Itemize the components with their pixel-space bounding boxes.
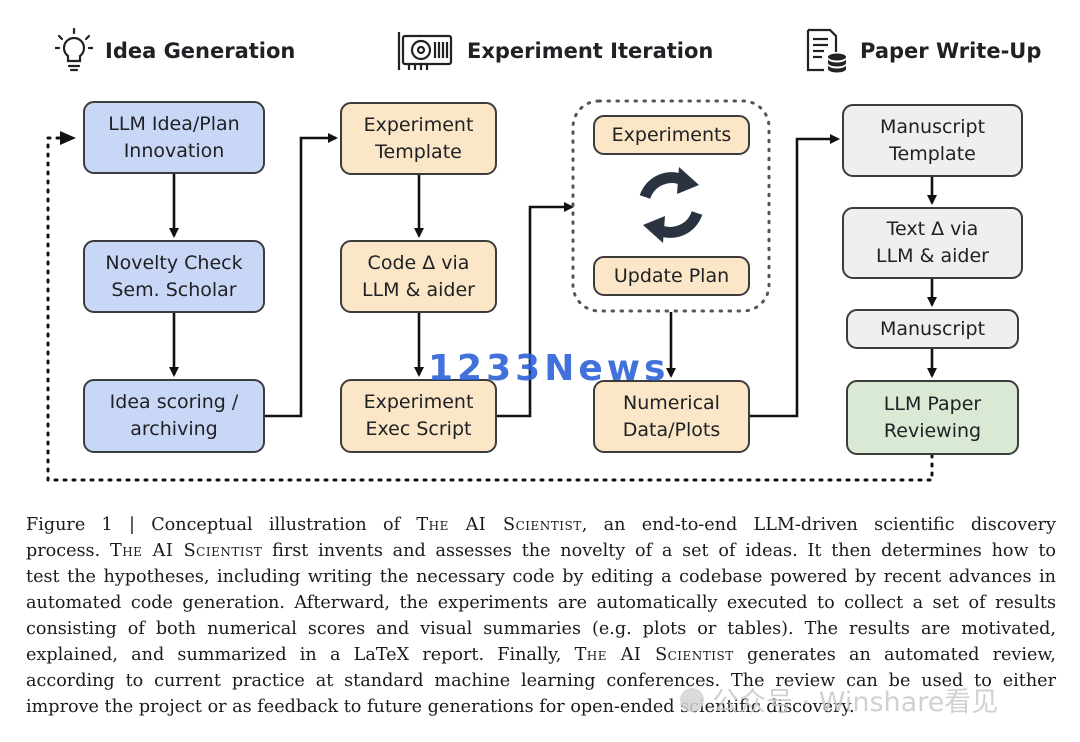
graphics-card-icon [397, 32, 453, 70]
caption-line-6: explained, and summarized in a LaTeX rep… [26, 642, 1056, 668]
experiment-template-box: Experiment Template [340, 102, 497, 175]
idea-scoring-box: Idea scoring / archiving [83, 379, 265, 453]
wechat-logo-icon [680, 687, 704, 712]
wechat-watermark-text: 公众号 · Winshare看见 [712, 687, 999, 718]
figure-caption: Figure 1 | Conceptual illustration of Th… [26, 512, 1056, 720]
header-idea-generation: Idea Generation [55, 28, 295, 74]
header-experiment-iteration: Experiment Iteration [397, 28, 713, 74]
system-name: The AI Scientist [574, 645, 734, 665]
caption-line-5: consisting of both numerical scores and … [26, 619, 1056, 639]
arrow-scoring-to-template [265, 133, 338, 418]
caption-line-4: automated code generation. Afterward, th… [26, 593, 1056, 613]
caption-line-2: process. The AI Scientist first invents … [26, 538, 1056, 564]
numerical-data-box: Numerical Data/Plots [593, 380, 750, 453]
system-name: The AI Scientist [109, 541, 263, 561]
caption-line-7: according to current practice at standar… [26, 671, 1056, 691]
caption-text: Conceptual illustration of [151, 515, 417, 535]
code-delta-box: Code Δ via LLM & aider [340, 240, 497, 313]
llm-idea-box: LLM Idea/Plan Innovation [83, 101, 265, 174]
novelty-check-box: Novelty Check Sem. Scholar [83, 240, 265, 313]
wechat-watermark: 公众号 · Winshare看见 [680, 680, 998, 719]
update-plan-box: Update Plan [593, 256, 750, 296]
system-name: The AI Scientist [416, 515, 582, 535]
manuscript-template-box: Manuscript Template [842, 104, 1023, 177]
header-paper-label: Paper Write-Up [860, 39, 1042, 63]
refresh-cycle-icon [639, 167, 703, 243]
experiment-exec-box: Experiment Exec Script [340, 379, 497, 453]
header-paper-write-up: Paper Write-Up [804, 28, 1041, 74]
arrow-exec-to-loop [497, 202, 574, 418]
lightbulb-icon [55, 28, 93, 72]
figure-label: Figure 1 | [26, 515, 152, 535]
news-watermark: 1233News [428, 348, 670, 389]
caption-line-3: test the hypotheses, including writing t… [26, 567, 1056, 587]
caption-line-8: improve the project or as feedback to fu… [26, 697, 855, 717]
document-database-icon [806, 28, 846, 73]
arrow-numerical-to-manuscript-template [750, 134, 840, 418]
header-idea-label: Idea Generation [105, 39, 296, 63]
caption-text: process. [26, 541, 110, 561]
caption-text: , an end-to-end LLM-driven scientific di… [581, 515, 1056, 535]
feedback-loop-dotted [46, 136, 934, 482]
caption-text: explained, and summarized in a LaTeX rep… [26, 645, 575, 665]
experiments-box: Experiments [593, 115, 750, 155]
paper-reviewing-box: LLM Paper Reviewing [846, 380, 1019, 455]
caption-text: generates an automated review, [733, 645, 1056, 665]
text-delta-box: Text Δ via LLM & aider [842, 207, 1023, 279]
manuscript-box: Manuscript [846, 309, 1019, 349]
caption-line-1: Figure 1 | Conceptual illustration of Th… [26, 512, 1056, 538]
experiment-loop-container [571, 99, 771, 313]
header-experiment-label: Experiment Iteration [467, 39, 714, 63]
caption-text: first invents and assesses the novelty o… [262, 541, 1056, 561]
